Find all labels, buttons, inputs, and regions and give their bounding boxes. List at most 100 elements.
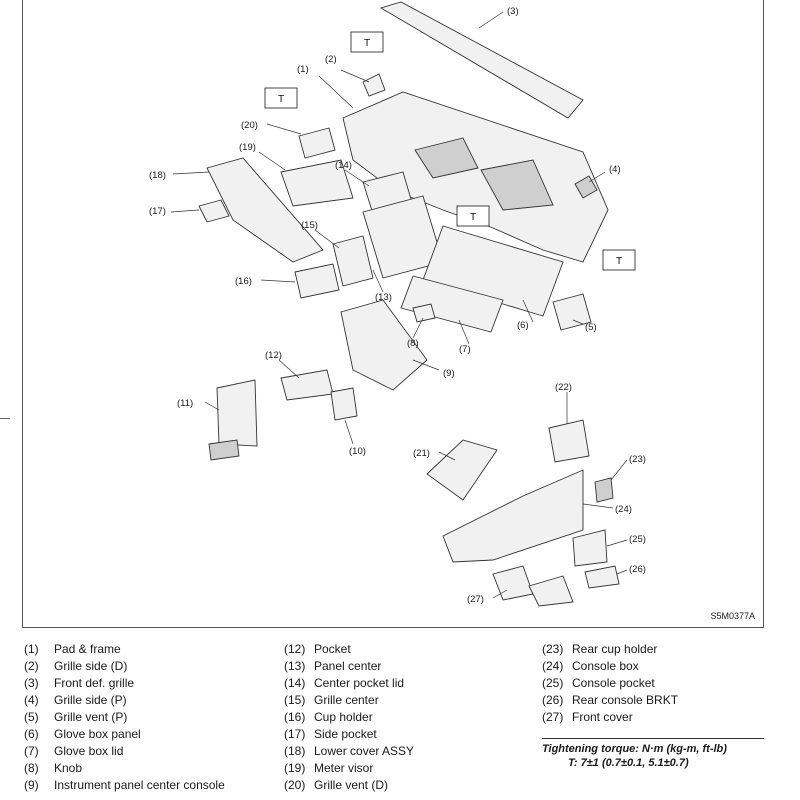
legend-number: (6) <box>24 727 39 741</box>
legend-part-name: Instrument panel center console <box>54 778 225 792</box>
legend-item: (19)Meter visor <box>284 761 414 778</box>
legend-item: (27) Front cover <box>542 710 678 727</box>
torque-spec: Tightening torque: N·m (kg-m, ft-lb) T: … <box>542 738 764 769</box>
part-console-pocket <box>572 529 608 567</box>
legend-number: (8) <box>24 761 39 775</box>
svg-text:T: T <box>616 256 622 267</box>
legend-number: (26) <box>542 693 564 707</box>
legend-item: (18)Lower cover ASSY <box>284 744 414 761</box>
legend-number: (24) <box>542 659 564 673</box>
legend-part-name: Center pocket lid <box>314 676 405 690</box>
part-console-box <box>442 469 584 563</box>
part-21 <box>426 439 498 501</box>
callout-11: (11) <box>177 398 193 409</box>
callout-15: (15) <box>301 220 318 231</box>
legend-item: (16) Cup holder <box>284 710 414 727</box>
torque-marker-3: T <box>456 205 490 227</box>
torque-marker-4: T <box>602 249 636 271</box>
legend-number: (7) <box>24 744 39 758</box>
part-grille-center <box>332 235 374 287</box>
legend-part-name: Rear console BRKT <box>572 693 679 707</box>
callout-1: (1) <box>297 64 309 75</box>
legend-item: (8)Knob <box>24 761 225 778</box>
part-grille-side-p <box>574 175 598 199</box>
legend-number: (14) <box>284 676 306 690</box>
legend-part-name: Meter visor <box>314 761 374 775</box>
callout-22: (22) <box>555 382 572 393</box>
parts-legend: (1) Pad & frame (2) Grille side (D) (3) Front… <box>24 642 764 800</box>
torque-value: T: 7±1 (0.7±0.1, 5.1±0.7) <box>568 757 689 769</box>
legend-part-name: Side pocket <box>314 727 377 741</box>
legend-column-1: (1) Pad & frame (2) Grille side (D) (3) Front… <box>24 642 225 795</box>
legend-part-name: Console pocket <box>572 676 655 690</box>
legend-part-name: Pad & frame <box>54 642 121 656</box>
legend-item: (12)Pocket <box>284 642 414 659</box>
part-pocket <box>280 369 334 401</box>
part-grille-side-d <box>362 73 386 97</box>
diagram-canvas: (3) (1) (2) (4) (5) (6) (7) (8) (9) (10)… <box>149 1 646 607</box>
part-rear-cup-holder <box>594 477 614 503</box>
legend-item: (9) Instrument panel center console <box>24 778 225 795</box>
part-22 <box>548 419 590 463</box>
part-bracket <box>330 387 358 421</box>
legend-part-name: Front cover <box>572 710 633 724</box>
legend-item: (23)Rear cup holder <box>542 642 678 659</box>
legend-column-3: (23)Rear cup holder(24)Console box(25)Co… <box>542 642 678 727</box>
callout-8: (8) <box>407 338 419 349</box>
legend-number: (27) <box>542 710 564 724</box>
legend-item: (2) Grille side (D) <box>24 659 225 676</box>
svg-text:T: T <box>278 94 284 105</box>
callout-9: (9) <box>443 368 455 379</box>
torque-heading: Tightening torque: N·m (kg-m, ft-lb) <box>542 743 727 755</box>
legend-part-name: Glove box panel <box>54 727 141 741</box>
legend-number: (1) <box>24 642 39 656</box>
figure-code: S5M0377A <box>710 611 755 621</box>
legend-part-name: Rear cup holder <box>572 642 658 656</box>
callout-27: (27) <box>467 594 484 605</box>
legend-part-name: Cup holder <box>314 710 373 724</box>
legend-number: (18) <box>284 744 306 758</box>
part-lower-cover-assy <box>206 157 324 263</box>
callout-7: (7) <box>459 344 471 355</box>
callout-17: (17) <box>149 206 166 217</box>
callout-5: (5) <box>585 322 597 333</box>
legend-part-name: Panel center <box>314 659 382 673</box>
legend-number: (3) <box>24 676 39 690</box>
legend-item: (26) Rear console BRKT <box>542 693 678 710</box>
legend-number: (4) <box>24 693 39 707</box>
part-glove-box-panel <box>422 225 564 317</box>
legend-part-name: Front def. grille <box>54 676 135 690</box>
legend-number: (20) <box>284 778 306 792</box>
legend-number: (5) <box>24 710 39 724</box>
legend-item: (7) Glove box lid <box>24 744 225 761</box>
leader-lines <box>170 11 628 599</box>
callout-labels: (3) (1) (2) (4) (5) (6) (7) (8) (9) (10)… <box>149 6 646 605</box>
callout-13: (13) <box>375 292 392 303</box>
legend-number: (16) <box>284 710 306 724</box>
legend-item: (13) Panel center <box>284 659 414 676</box>
legend-number: (9) <box>24 778 39 792</box>
legend-number: (13) <box>284 659 306 673</box>
legend-item: (6) Glove box panel <box>24 727 225 744</box>
legend-column-2: (12)Pocket(13) Panel center (14) Center poc… <box>284 642 414 795</box>
legend-part-name: Grille center <box>314 693 379 707</box>
legend-item: (14) Center pocket lid <box>284 676 414 693</box>
callout-3: (3) <box>507 6 519 17</box>
legend-part-name: Grille side (D) <box>54 659 128 673</box>
legend-part-name: Pocket <box>314 642 351 656</box>
callout-19: (19) <box>239 142 256 153</box>
callout-20: (20) <box>241 120 258 131</box>
legend-number: (2) <box>24 659 39 673</box>
legend-number: (17) <box>284 727 306 741</box>
legend-item: (20)Grille vent (D) <box>284 778 414 795</box>
callout-16: (16) <box>235 276 252 287</box>
part-glove-box-lid <box>400 275 504 333</box>
exploded-parts-diagram: (3) (1) (2) (4) (5) (6) (7) (8) (9) (10)… <box>22 0 764 628</box>
callout-25: (25) <box>629 534 646 545</box>
legend-part-name: Glove box lid <box>54 744 124 758</box>
callout-26: (26) <box>629 564 646 575</box>
legend-item: (15)Grille center <box>284 693 414 710</box>
callout-10: (10) <box>349 446 366 457</box>
part-grille-vent-d <box>298 127 336 159</box>
legend-part-name: Console box <box>572 659 639 673</box>
